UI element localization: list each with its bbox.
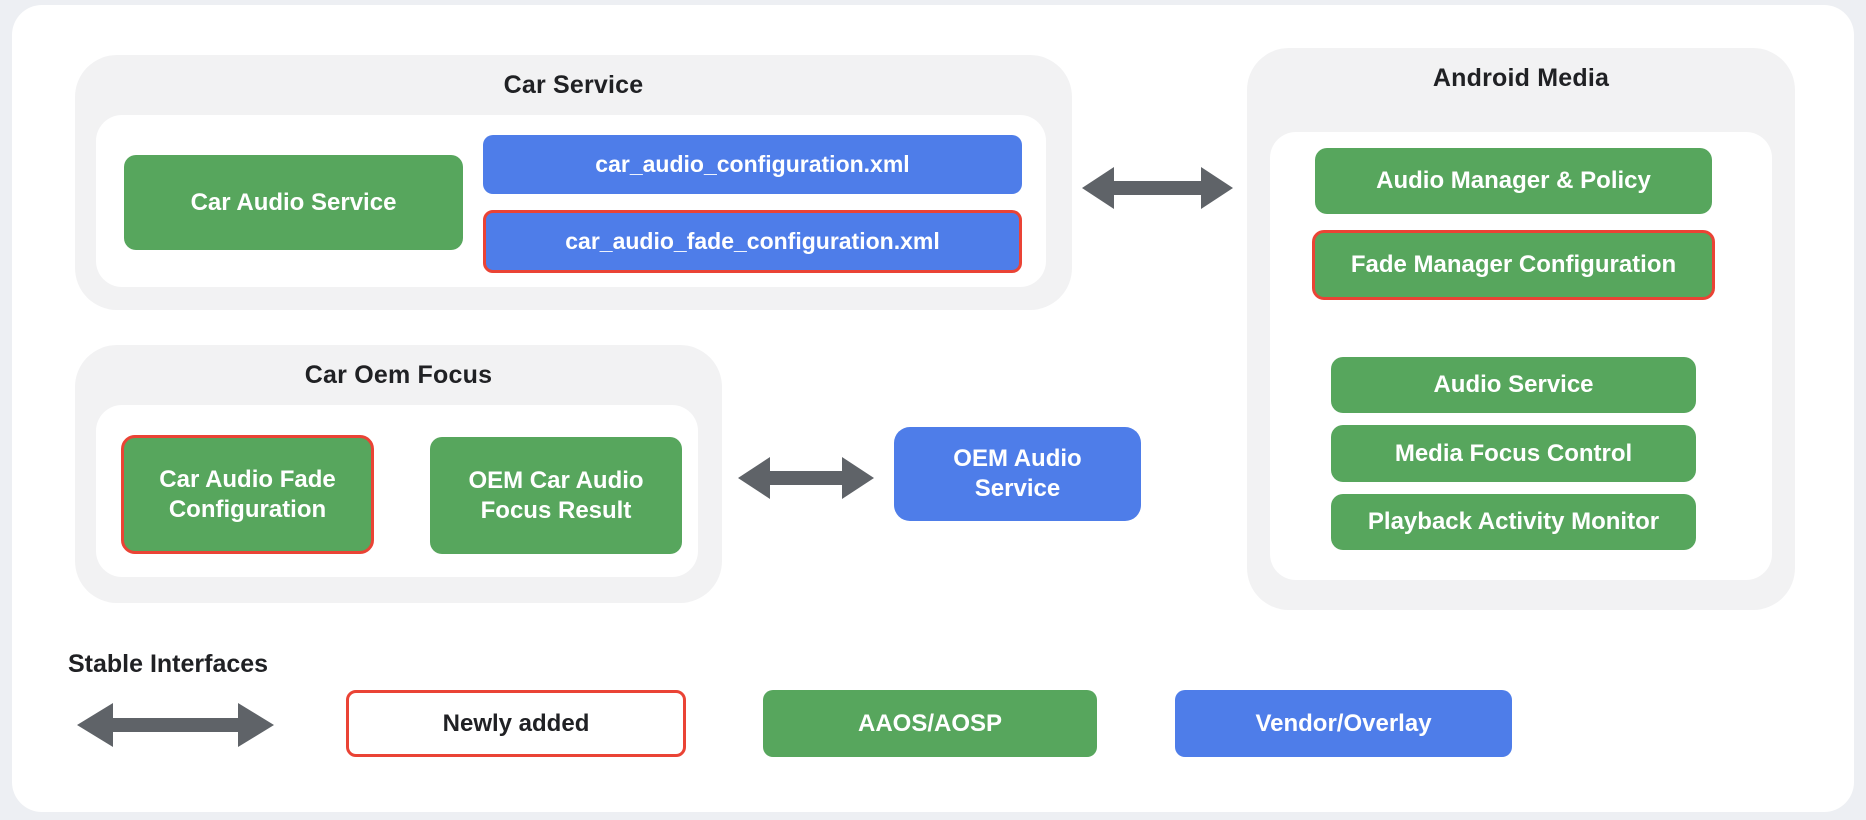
double-arrow-icon xyxy=(1082,167,1233,209)
car-audio-configuration-xml-box: car_audio_configuration.xml xyxy=(483,135,1022,194)
legend-aaos-aosp: AAOS/AOSP xyxy=(763,690,1097,757)
car-audio-fade-configuration-box: Car Audio Fade Configuration xyxy=(121,435,374,554)
playback-activity-monitor-box: Playback Activity Monitor xyxy=(1331,494,1696,550)
android-media-title: Android Media xyxy=(1432,64,1610,92)
car-audio-fade-configuration-xml-box: car_audio_fade_configuration.xml xyxy=(483,210,1022,273)
audio-service-box: Audio Service xyxy=(1331,357,1696,413)
car-service-title: Car Service xyxy=(503,71,644,99)
fade-manager-configuration-box: Fade Manager Configuration xyxy=(1312,230,1715,300)
car-audio-service-box: Car Audio Service xyxy=(124,155,463,250)
android-media-group: Android Media Audio Manager & Policy Fad… xyxy=(1247,48,1795,610)
android-media-panel: Audio Manager & Policy Fade Manager Conf… xyxy=(1270,132,1772,580)
audio-manager-policy-box: Audio Manager & Policy xyxy=(1315,148,1712,214)
legend-vendor-overlay: Vendor/Overlay xyxy=(1175,690,1512,757)
car-oem-focus-group: Car Oem Focus Car Audio Fade Configurati… xyxy=(75,345,722,603)
oem-audio-service-box: OEM Audio Service xyxy=(894,427,1141,521)
main-card: Car Service Car Audio Service car_audio_… xyxy=(12,5,1854,812)
stable-interfaces-label: Stable Interfaces xyxy=(68,650,269,678)
double-arrow-icon xyxy=(738,457,874,499)
media-focus-control-box: Media Focus Control xyxy=(1331,425,1696,482)
car-oem-focus-title: Car Oem Focus xyxy=(304,361,493,389)
car-oem-focus-panel: Car Audio Fade Configuration OEM Car Aud… xyxy=(96,405,698,577)
car-service-group: Car Service Car Audio Service car_audio_… xyxy=(75,55,1072,310)
oem-car-audio-focus-result-box: OEM Car Audio Focus Result xyxy=(430,437,682,554)
car-service-panel: Car Audio Service car_audio_configuratio… xyxy=(96,115,1046,287)
double-arrow-icon xyxy=(77,703,274,747)
legend-newly-added: Newly added xyxy=(346,690,686,757)
